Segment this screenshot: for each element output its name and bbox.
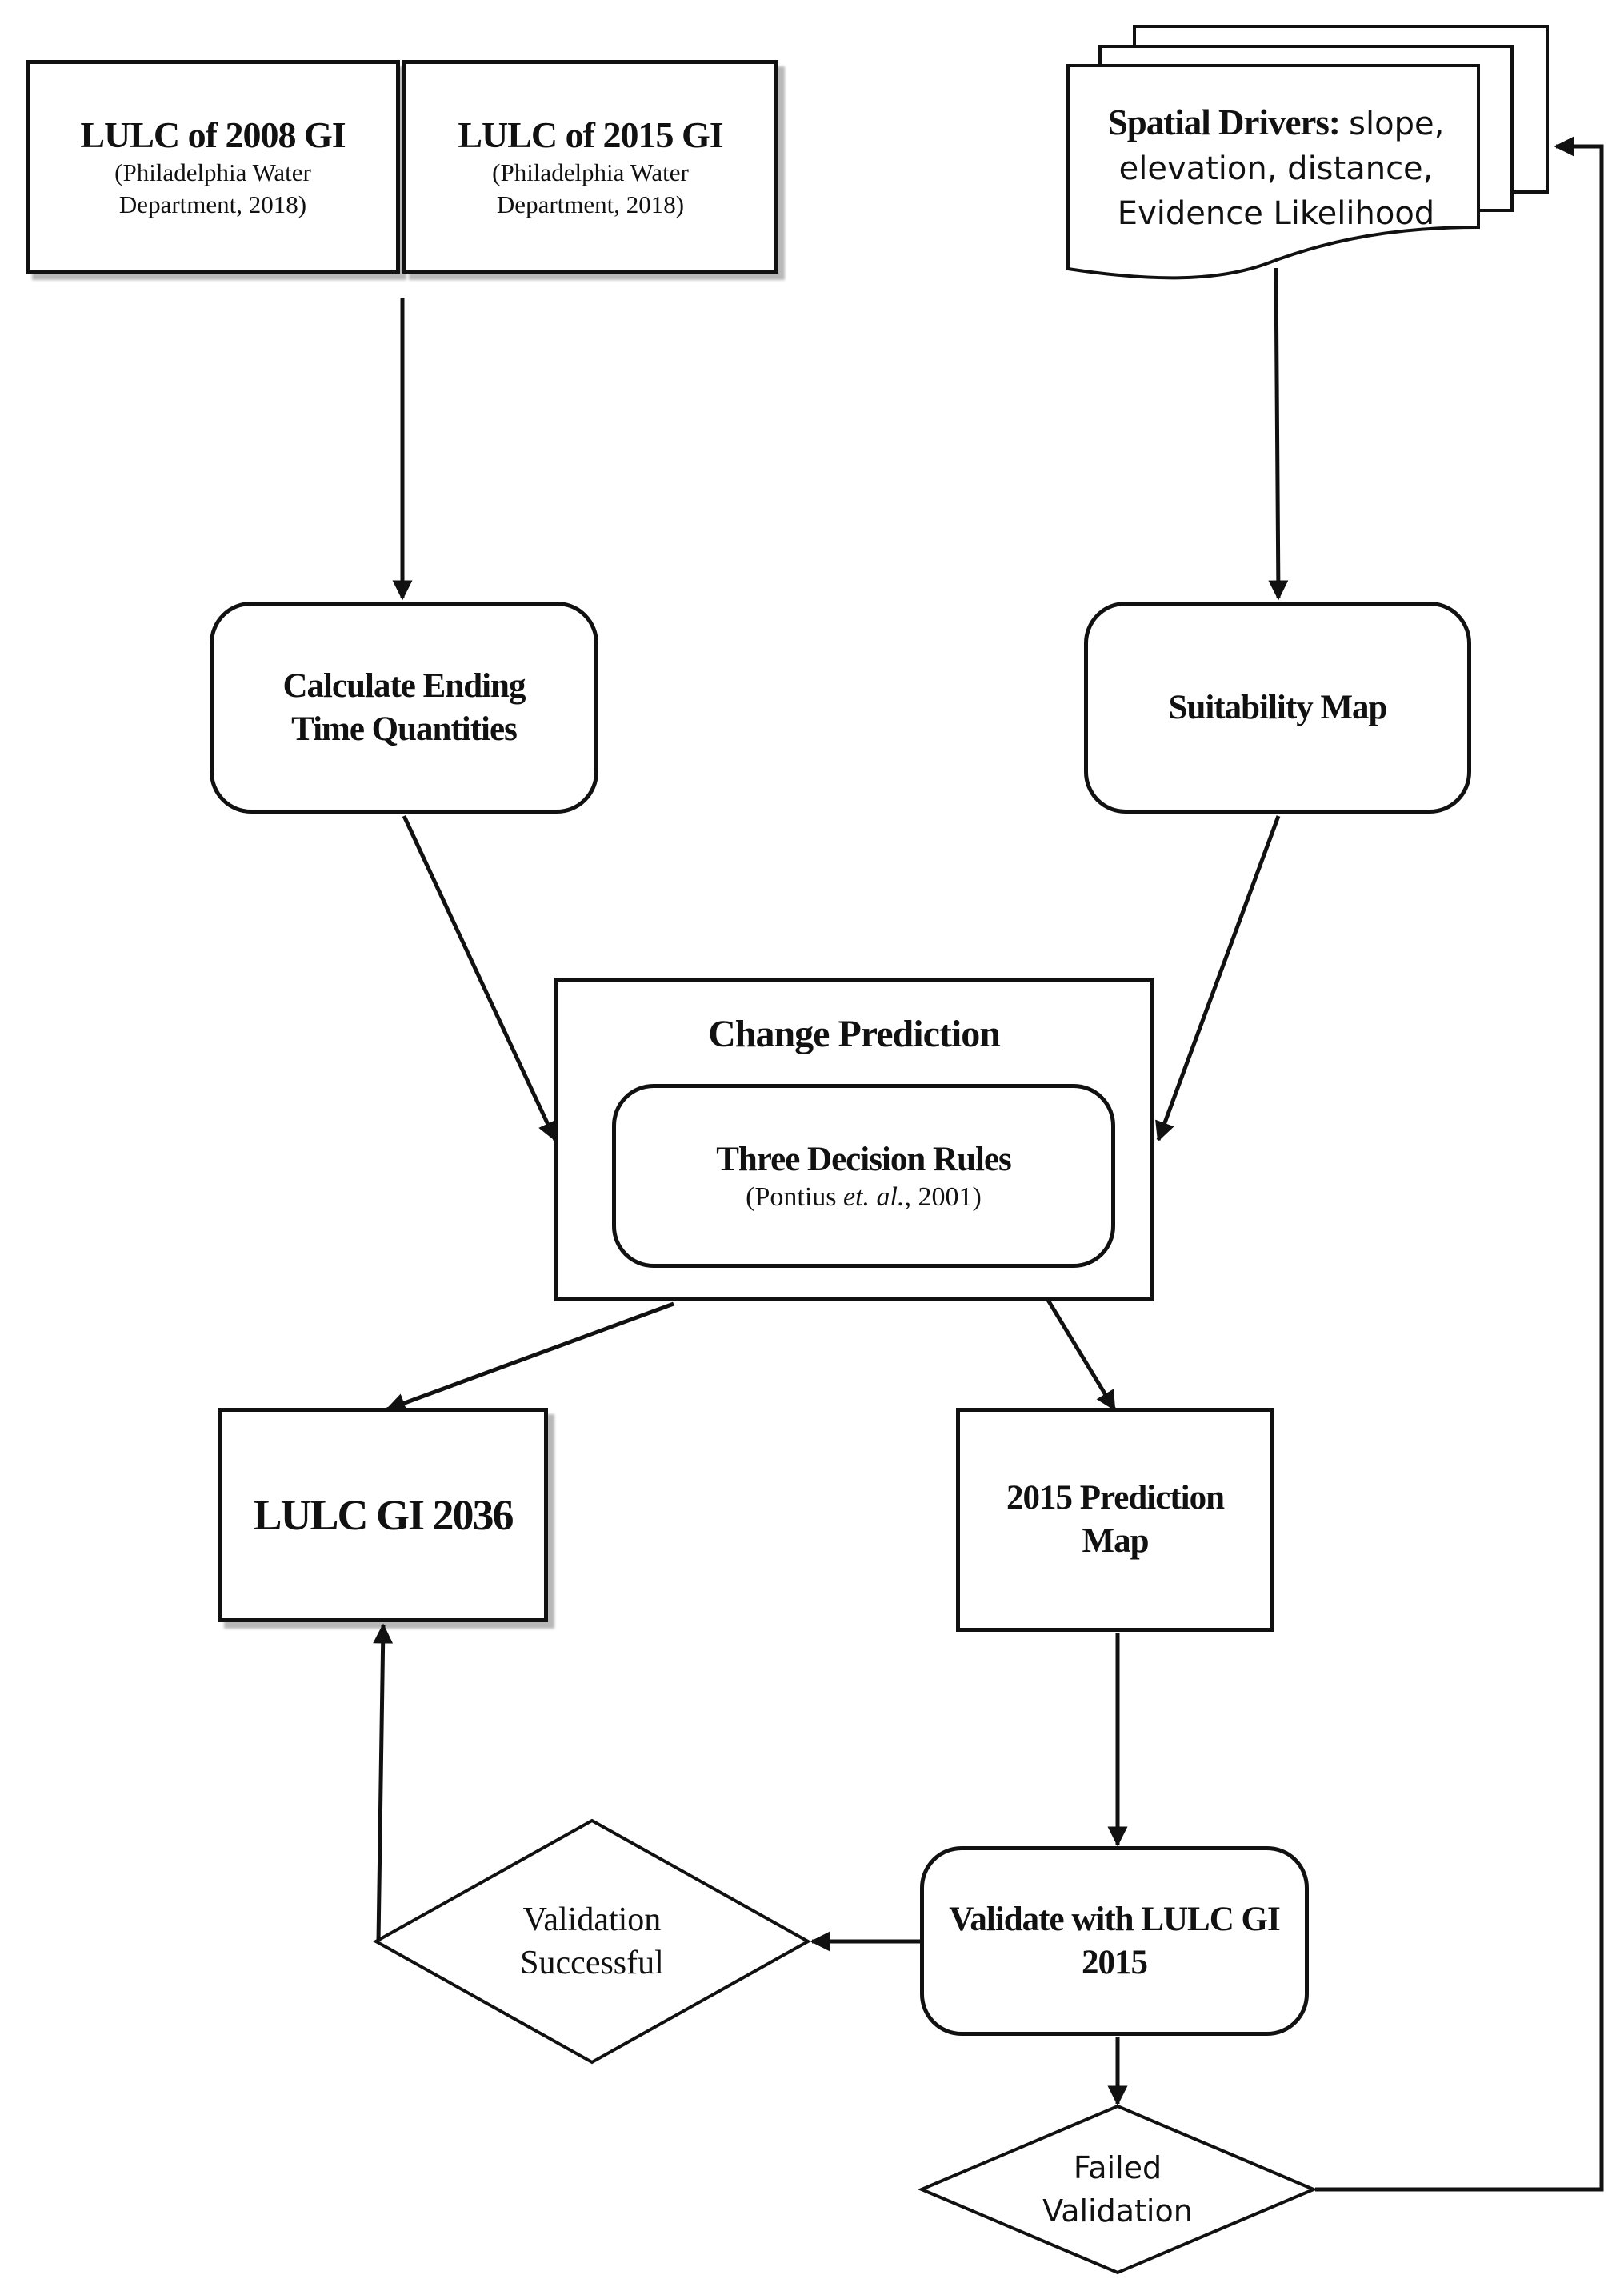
suitability-map-box: Suitability Map — [1084, 602, 1471, 814]
lulc-2008-title: LULC of 2008 GI — [80, 114, 346, 155]
lulc-gi-2036-label: LULC GI 2036 — [253, 1491, 514, 1539]
prediction-2015-label: 2015 Prediction Map — [1006, 1479, 1225, 1560]
spatial-drivers-list: slope, elevation, distance, Evidence Lik… — [1117, 106, 1445, 232]
arrow-successful-to-2036 — [373, 1623, 394, 1942]
change-prediction-title: Change Prediction — [708, 1013, 1001, 1055]
validation-successful-label: Validation Successful — [520, 1901, 664, 1981]
calculate-ending-time-quantities-box: Calculate Ending Time Quantities — [210, 602, 598, 814]
spatial-drivers-text: Spatial Drivers: slope, elevation, dista… — [1076, 96, 1476, 240]
decision-rules-citation: (Pontius et. al., 2001) — [746, 1181, 982, 1213]
diamond-failed-validation — [917, 2104, 1318, 2275]
arrow-suitability-to-change — [1155, 815, 1281, 1142]
lulc-2015-title: LULC of 2015 GI — [458, 114, 723, 155]
failed-validation-text: Failed Validation — [990, 2137, 1246, 2241]
citation-etal: et. al. — [843, 1182, 905, 1212]
failed-validation-label: Failed Validation — [1042, 2150, 1193, 2229]
decision-rules-title: Three Decision Rules — [716, 1141, 1012, 1178]
arrow-change-to-2036 — [385, 1301, 674, 1413]
spatial-drivers-label: Spatial Drivers: — [1107, 102, 1341, 142]
arrow-failed-to-drivers — [1315, 136, 1604, 2192]
three-decision-rules-box: Three Decision Rules (Pontius et. al., 2… — [612, 1084, 1115, 1268]
lulc-2008-box: LULC of 2008 GI (Philadelphia Water Depa… — [26, 60, 400, 274]
validate-with-lulc-box: Validate with LULC GI 2015 — [920, 1846, 1309, 2036]
lulc-2008-source: (Philadelphia Water Department, 2018) — [114, 158, 311, 218]
validation-successful-text: Validation Successful — [448, 1881, 736, 2001]
citation-prefix: (Pontius — [746, 1182, 844, 1212]
suitability-map-label: Suitability Map — [1168, 688, 1388, 726]
calculate-ending-label: Calculate Ending Time Quantities — [282, 666, 526, 748]
documents-stack-icon — [1066, 25, 1549, 280]
lulc-2015-box: LULC of 2015 GI (Philadelphia Water Depa… — [402, 60, 778, 274]
diamond-validation-successful — [372, 1818, 812, 2065]
arrow-drivers-to-suitability — [1268, 267, 1289, 601]
citation-suffix: , 2001) — [904, 1182, 982, 1212]
lulc-2015-source: (Philadelphia Water Department, 2018) — [492, 158, 689, 218]
validate-label: Validate with LULC GI 2015 — [949, 1900, 1280, 1981]
arrow-calc-to-change — [402, 814, 558, 1142]
prediction-2015-map-box: 2015 Prediction Map — [956, 1408, 1274, 1632]
arrow-change-to-2015-prediction — [1044, 1296, 1117, 1412]
lulc-gi-2036-box: LULC GI 2036 — [218, 1408, 548, 1622]
